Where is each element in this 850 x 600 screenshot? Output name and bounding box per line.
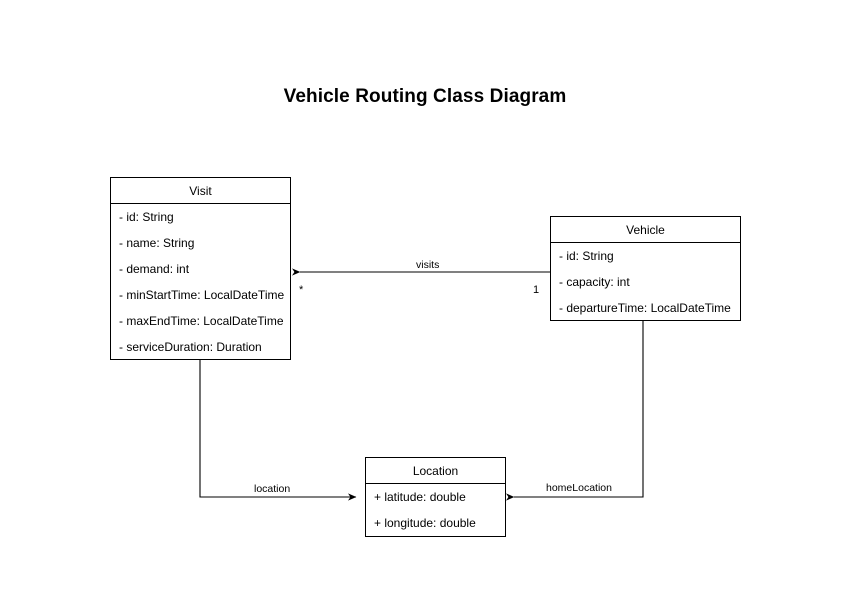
uml-class-name-location: Location bbox=[366, 458, 505, 484]
uml-class-location[interactable]: Location + latitude: double + longitude:… bbox=[365, 457, 506, 537]
location-association-line bbox=[199, 360, 357, 501]
uml-attributes-location: + latitude: double + longitude: double bbox=[366, 484, 505, 536]
uml-attribute: - serviceDuration: Duration bbox=[119, 340, 262, 354]
uml-attribute: - id: String bbox=[559, 249, 614, 263]
uml-attribute: - id: String bbox=[119, 210, 174, 224]
uml-class-visit[interactable]: Visit - id: String - name: String - dema… bbox=[110, 177, 291, 360]
uml-attribute: + longitude: double bbox=[374, 516, 476, 530]
uml-class-name-visit: Visit bbox=[111, 178, 290, 204]
uml-attribute: - capacity: int bbox=[559, 275, 630, 289]
uml-attributes-visit: - id: String - name: String - demand: in… bbox=[111, 204, 290, 360]
uml-class-name-vehicle: Vehicle bbox=[551, 217, 740, 243]
uml-attribute: - demand: int bbox=[119, 262, 190, 276]
uml-attribute: - name: String bbox=[119, 236, 195, 250]
uml-attribute: - departureTime: LocalDateTime bbox=[559, 301, 731, 315]
relationship-location bbox=[199, 360, 357, 501]
uml-attribute: + latitude: double bbox=[374, 490, 466, 504]
page-title: Vehicle Routing Class Diagram bbox=[283, 86, 567, 107]
uml-attribute: - maxEndTime: LocalDateTime bbox=[119, 314, 284, 328]
multiplicity-vehicle: 1 bbox=[533, 284, 540, 296]
relationship-label-homelocation: homeLocation bbox=[546, 482, 612, 494]
homelocation-association-line bbox=[506, 321, 644, 501]
uml-attributes-vehicle: - id: String - capacity: int - departure… bbox=[551, 243, 740, 321]
relationship-homelocation bbox=[506, 321, 644, 501]
relationship-label-visits: visits bbox=[416, 259, 440, 271]
uml-class-vehicle[interactable]: Vehicle - id: String - capacity: int - d… bbox=[550, 216, 741, 321]
multiplicity-visit: * bbox=[299, 284, 304, 296]
relationship-label-location: location bbox=[254, 483, 291, 495]
uml-attribute: - minStartTime: LocalDateTime bbox=[119, 288, 285, 302]
